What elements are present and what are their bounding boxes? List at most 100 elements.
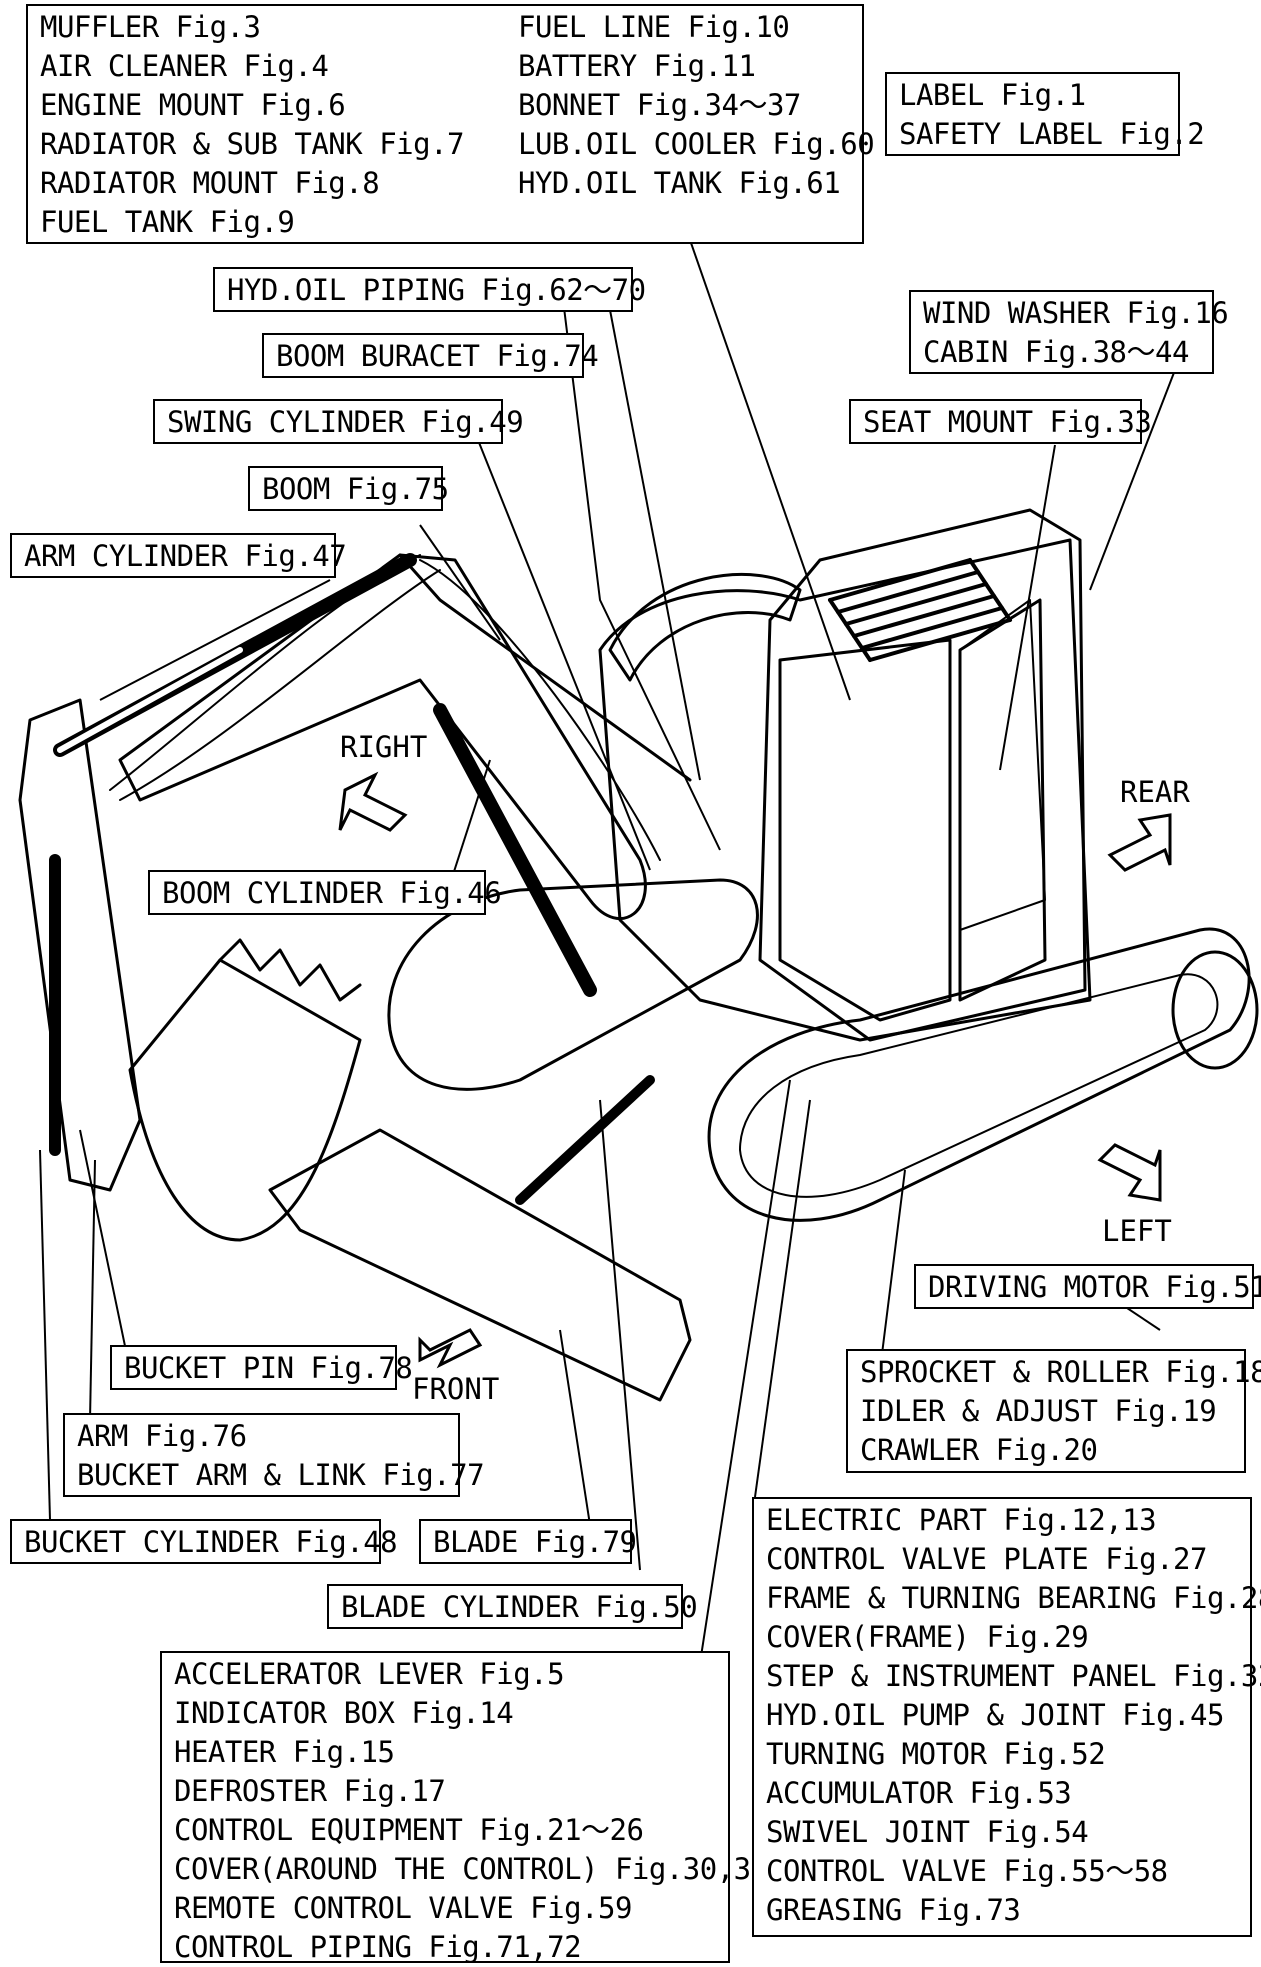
label-crawler: CRAWLER Fig.20 xyxy=(860,1433,1098,1467)
label-bucket-cylinder: BUCKET CYLINDER Fig.48 xyxy=(24,1525,398,1559)
arm xyxy=(18,698,142,1192)
label-bonnet: BONNET Fig.34～37 xyxy=(518,88,801,122)
label-muffler: MUFFLER Fig.3 xyxy=(40,10,261,44)
label-heater: HEATER Fig.15 xyxy=(174,1735,395,1769)
direction-rear-label: REAR xyxy=(1120,775,1190,809)
cabin-front-window xyxy=(959,599,1046,931)
roof-guard xyxy=(828,558,1012,662)
left-crawler-inner xyxy=(739,973,1219,1198)
label-defroster: DEFROSTER Fig.17 xyxy=(174,1774,446,1808)
label-frame-turning-bearing: FRAME & TURNING BEARING Fig.28 xyxy=(766,1581,1261,1615)
label-remote-control-valve: REMOTE CONTROL VALVE Fig.59 xyxy=(174,1891,632,1925)
label-cover-around-control: COVER(AROUND THE CONTROL) Fig.30,31 xyxy=(174,1852,768,1886)
bucket-pin-box: BUCKET PIN Fig.78 xyxy=(110,1345,413,1390)
label-control-equipment: CONTROL EQUIPMENT Fig.21～26 xyxy=(174,1813,644,1847)
bucket-teeth xyxy=(218,938,362,1002)
right-arrow xyxy=(338,771,408,832)
direction-arrows xyxy=(338,771,1172,1369)
bucket-cylinder-box: BUCKET CYLINDER Fig.48 xyxy=(10,1519,398,1564)
label-group-box: LABEL Fig.1 SAFETY LABEL Fig.2 xyxy=(885,72,1205,156)
label-idler-adjust: IDLER & ADJUST Fig.19 xyxy=(860,1394,1217,1428)
left-crawler xyxy=(707,927,1251,1222)
left-arrow xyxy=(1097,1143,1162,1202)
frame-group-box: ELECTRIC PART Fig.12,13 CONTROL VALVE PL… xyxy=(752,1497,1261,1937)
label-lub-oil-cooler: LUB.OIL COOLER Fig.60 xyxy=(518,127,875,161)
label-boom: BOOM Fig.75 xyxy=(262,472,449,506)
blade xyxy=(268,1128,692,1402)
label-air-cleaner: AIR CLEANER Fig.4 xyxy=(40,49,329,83)
label-cover-frame: COVER(FRAME) Fig.29 xyxy=(766,1620,1089,1654)
label-label: LABEL Fig.1 xyxy=(899,78,1086,112)
arm-cylinder-box: ARM CYLINDER Fig.47 xyxy=(10,533,347,578)
label-battery: BATTERY Fig.11 xyxy=(518,49,756,83)
boom-cylinder-box: BOOM CYLINDER Fig.46 xyxy=(148,870,502,915)
label-control-valve: CONTROL VALVE Fig.55～58 xyxy=(766,1854,1168,1888)
sprocket xyxy=(1171,950,1259,1070)
label-driving-motor: DRIVING MOTOR Fig.51 xyxy=(928,1270,1261,1304)
swing-cylinder-box: SWING CYLINDER Fig.49 xyxy=(153,399,524,444)
label-greasing: GREASING Fig.73 xyxy=(766,1893,1021,1927)
label-blade: BLADE Fig.79 xyxy=(433,1525,637,1559)
bonnet xyxy=(608,573,802,682)
label-bucket-arm-link: BUCKET ARM & LINK Fig.77 xyxy=(77,1458,485,1492)
control-group-box: ACCELERATOR LEVER Fig.5 INDICATOR BOX Fi… xyxy=(160,1651,768,1964)
arm-group-box: ARM Fig.76 BUCKET ARM & LINK Fig.77 xyxy=(63,1413,485,1497)
blade-cylinder-box: BLADE CYLINDER Fig.50 xyxy=(327,1584,698,1629)
right-crawler xyxy=(387,878,759,1091)
label-radiator-sub-tank: RADIATOR & SUB TANK Fig.7 xyxy=(40,127,465,161)
label-arm: ARM Fig.76 xyxy=(77,1419,247,1453)
boom-cylinder xyxy=(433,703,597,997)
blade-box: BLADE Fig.79 xyxy=(419,1519,637,1564)
label-bucket-pin: BUCKET PIN Fig.78 xyxy=(124,1351,413,1385)
label-indicator-box: INDICATOR BOX Fig.14 xyxy=(174,1696,514,1730)
label-engine-mount: ENGINE MOUNT Fig.6 xyxy=(40,88,346,122)
boom-box: BOOM Fig.75 xyxy=(248,466,449,511)
hyd-oil-piping-box: HYD.OIL PIPING Fig.62～70 xyxy=(213,267,646,312)
direction-right-label: RIGHT xyxy=(340,730,428,764)
label-accelerator-lever: ACCELERATOR LEVER Fig.5 xyxy=(174,1657,565,1691)
bucket xyxy=(128,958,362,1242)
blade-cylinder xyxy=(515,1075,655,1205)
seat-mount-box: SEAT MOUNT Fig.33 xyxy=(849,399,1152,444)
label-control-valve-plate: CONTROL VALVE PLATE Fig.27 xyxy=(766,1542,1207,1576)
label-swivel-joint: SWIVEL JOINT Fig.54 xyxy=(766,1815,1089,1849)
direction-left-label: LEFT xyxy=(1102,1214,1172,1248)
engine-parts-label-box: MUFFLER Fig.3 AIR CLEANER Fig.4 ENGINE M… xyxy=(26,4,875,244)
track-group-box: SPROCKET & ROLLER Fig.18 IDLER & ADJUST … xyxy=(846,1349,1261,1473)
label-hyd-oil-piping: HYD.OIL PIPING Fig.62～70 xyxy=(227,273,646,307)
arm-cylinder-rod xyxy=(57,647,243,753)
cabin xyxy=(758,508,1087,1042)
label-seat-mount: SEAT MOUNT Fig.33 xyxy=(863,405,1152,439)
label-swing-cylinder: SWING CYLINDER Fig.49 xyxy=(167,405,524,439)
label-turning-motor: TURNING MOTOR Fig.52 xyxy=(766,1737,1106,1771)
boom xyxy=(118,553,647,920)
label-fuel-tank: FUEL TANK Fig.9 xyxy=(40,205,295,239)
label-blade-cylinder: BLADE CYLINDER Fig.50 xyxy=(341,1590,698,1624)
hydraulic-hoses xyxy=(109,554,661,861)
boom-upper xyxy=(398,553,692,782)
label-fuel-line: FUEL LINE Fig.10 xyxy=(518,10,790,44)
driving-motor-box: DRIVING MOTOR Fig.51 xyxy=(914,1264,1261,1309)
label-radiator-mount: RADIATOR MOUNT Fig.8 xyxy=(40,166,380,200)
label-hyd-oil-pump-joint: HYD.OIL PUMP & JOINT Fig.45 xyxy=(766,1698,1224,1732)
label-safety-label: SAFETY LABEL Fig.2 xyxy=(899,117,1205,151)
label-step-instrument-panel: STEP & INSTRUMENT PANEL Fig.32 xyxy=(766,1659,1261,1693)
direction-front-label: FRONT xyxy=(412,1372,500,1406)
label-arm-cylinder: ARM CYLINDER Fig.47 xyxy=(24,539,347,573)
rear-arrow xyxy=(1107,813,1172,872)
label-boom-cylinder: BOOM CYLINDER Fig.46 xyxy=(162,876,502,910)
front-arrow xyxy=(418,1328,483,1369)
label-control-piping: CONTROL PIPING Fig.71,72 xyxy=(174,1930,582,1964)
label-hyd-oil-tank: HYD.OIL TANK Fig.61 xyxy=(518,166,841,200)
boom-buracet-box: BOOM BURACET Fig.74 xyxy=(262,333,599,378)
label-boom-buracet: BOOM BURACET Fig.74 xyxy=(276,339,599,373)
cabin-door-frame xyxy=(778,638,952,1022)
wind-cabin-box: WIND WASHER Fig.16 CABIN Fig.38～44 xyxy=(909,290,1229,374)
label-sprocket-roller: SPROCKET & ROLLER Fig.18 xyxy=(860,1355,1261,1389)
label-electric-part: ELECTRIC PART Fig.12,13 xyxy=(766,1503,1157,1537)
label-wind-washer: WIND WASHER Fig.16 xyxy=(923,296,1229,330)
leader-lines xyxy=(39,239,1176,1664)
label-cabin: CABIN Fig.38～44 xyxy=(923,335,1189,369)
label-accumulator: ACCUMULATOR Fig.53 xyxy=(766,1776,1072,1810)
